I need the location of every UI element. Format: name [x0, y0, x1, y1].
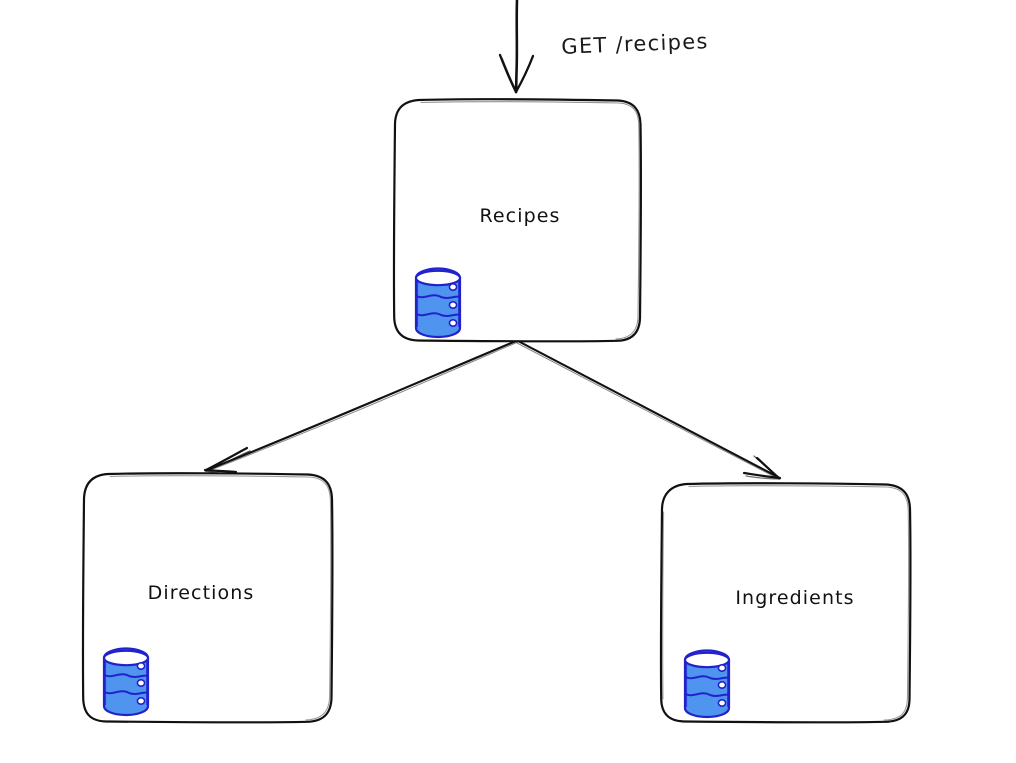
edge-recipes-to-directions — [203, 339, 519, 476]
node-label-recipes: Recipes — [479, 205, 561, 227]
database-icon-directions — [102, 647, 150, 717]
edge-recipes-to-ingredients — [516, 339, 782, 480]
database-icon-ingredients — [683, 649, 731, 719]
node-label-ingredients: Ingredients — [735, 587, 855, 609]
edge-incoming-request — [498, 0, 535, 94]
database-icon-recipes — [414, 267, 462, 339]
node-label-directions: Directions — [147, 582, 255, 604]
